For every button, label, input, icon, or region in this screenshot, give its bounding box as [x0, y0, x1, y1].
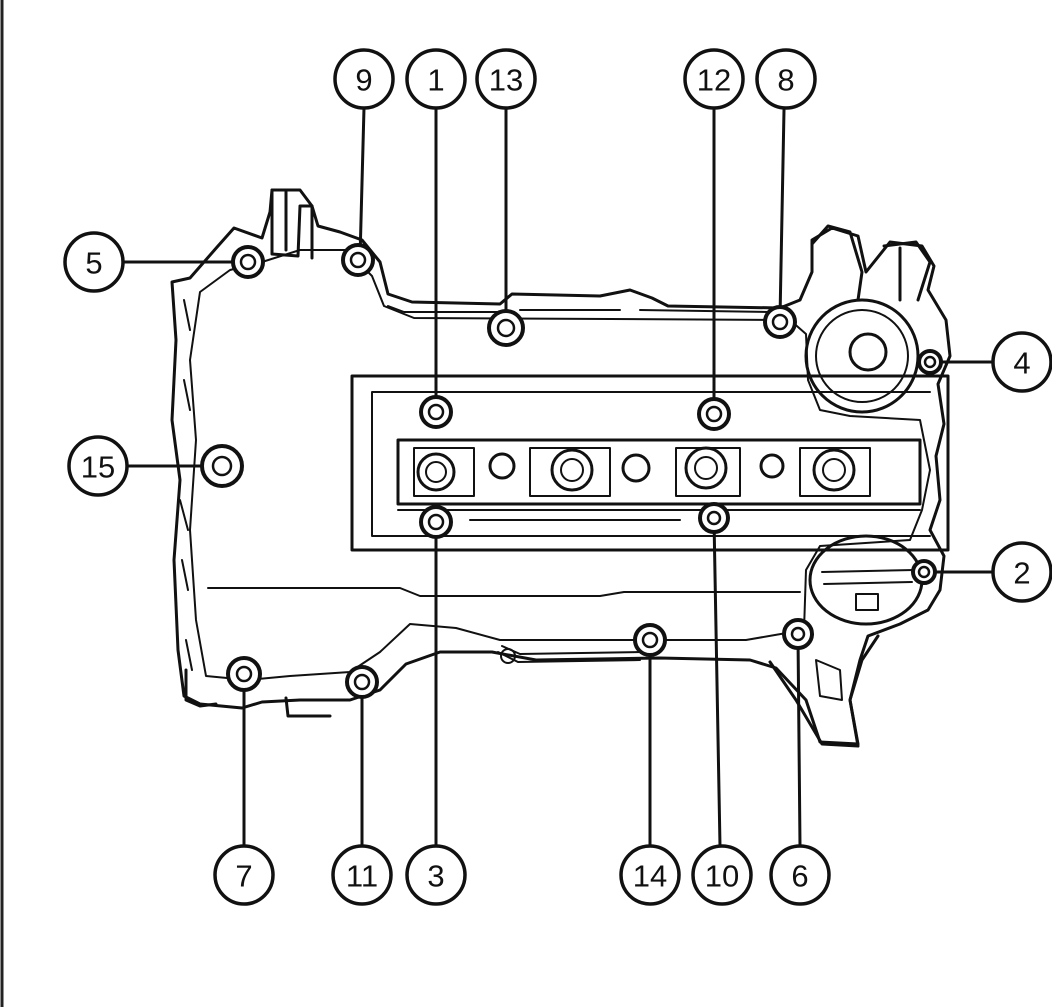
- svg-text:8: 8: [777, 63, 794, 98]
- coil-slot: [396, 438, 922, 506]
- oil-filler-cap: [804, 298, 920, 414]
- svg-text:2: 2: [1013, 556, 1030, 591]
- plug-hole-4: [799, 447, 871, 497]
- svg-text:4: 4: [1013, 346, 1030, 381]
- bolt-8: [763, 305, 797, 339]
- bolts: [200, 243, 943, 699]
- callout-11: 11: [331, 844, 393, 906]
- callout-1: 1: [405, 48, 467, 110]
- callout-3: 3: [405, 844, 467, 906]
- callout-4: 4: [991, 331, 1052, 393]
- bolt-3: [419, 505, 453, 539]
- callout-7: 7: [213, 844, 275, 906]
- svg-text:1: 1: [427, 63, 444, 98]
- lower-left-tab: [184, 668, 332, 718]
- svg-text:10: 10: [705, 859, 739, 894]
- bolt-13: [487, 309, 525, 347]
- callout-15: 15: [67, 435, 129, 497]
- svg-text:6: 6: [791, 859, 808, 894]
- svg-text:11: 11: [346, 859, 378, 894]
- bolt-6: [782, 618, 814, 650]
- bolt-7: [226, 656, 262, 692]
- bolt-2: [911, 559, 937, 585]
- leader-lines: [122, 106, 996, 848]
- callout-13: 13: [475, 48, 537, 110]
- bolt-1: [419, 395, 453, 429]
- cover-inner-line: [189, 249, 931, 681]
- callout-9: 9: [333, 48, 395, 110]
- bolt-5: [231, 245, 265, 279]
- svg-text:13: 13: [489, 63, 523, 98]
- svg-text:15: 15: [81, 450, 115, 485]
- plug-hole-3: [675, 446, 741, 497]
- callout-10: 10: [691, 844, 753, 906]
- svg-text:12: 12: [697, 63, 731, 98]
- plug-hole-1: [413, 447, 475, 497]
- bolt-11: [345, 665, 379, 699]
- callouts: 9 1 13 12 8 5 4 15 2 7 11 3 14 10 6: [63, 48, 1052, 906]
- bolt-10: [698, 502, 730, 534]
- bolt-9: [341, 243, 375, 277]
- center-panel-rim: [371, 391, 931, 537]
- svg-text:7: 7: [235, 859, 252, 894]
- bolt-4: [917, 349, 943, 375]
- plug-holes: [413, 446, 871, 497]
- callout-8: 8: [755, 48, 817, 110]
- pipe-clip: [500, 648, 516, 664]
- svg-text:9: 9: [355, 63, 372, 98]
- callout-14: 14: [619, 844, 681, 906]
- svg-text:3: 3: [427, 859, 444, 894]
- plug-vent-3: [759, 453, 785, 479]
- lower-bracket: [768, 634, 880, 748]
- side-ribs: [179, 299, 193, 671]
- lower-body-line: [207, 587, 801, 597]
- svg-text:5: 5: [85, 246, 102, 281]
- top-left-bracket: [270, 188, 314, 260]
- callout-2: 2: [991, 541, 1052, 603]
- callout-6: 6: [769, 844, 831, 906]
- bolt-14: [633, 623, 667, 657]
- plug-vent-1: [488, 452, 516, 480]
- svg-text:14: 14: [633, 859, 667, 894]
- callout-5: 5: [63, 231, 125, 293]
- bolt-12: [697, 397, 731, 431]
- center-panel: [350, 374, 950, 552]
- top-rail: [387, 305, 771, 313]
- bolt-15: [200, 444, 244, 488]
- top-right-bracket: [810, 224, 932, 302]
- plug-vent-2: [621, 453, 651, 483]
- callout-12: 12: [683, 48, 745, 110]
- lower-bracket-detail: [815, 659, 843, 701]
- plug-hole-2: [529, 447, 611, 497]
